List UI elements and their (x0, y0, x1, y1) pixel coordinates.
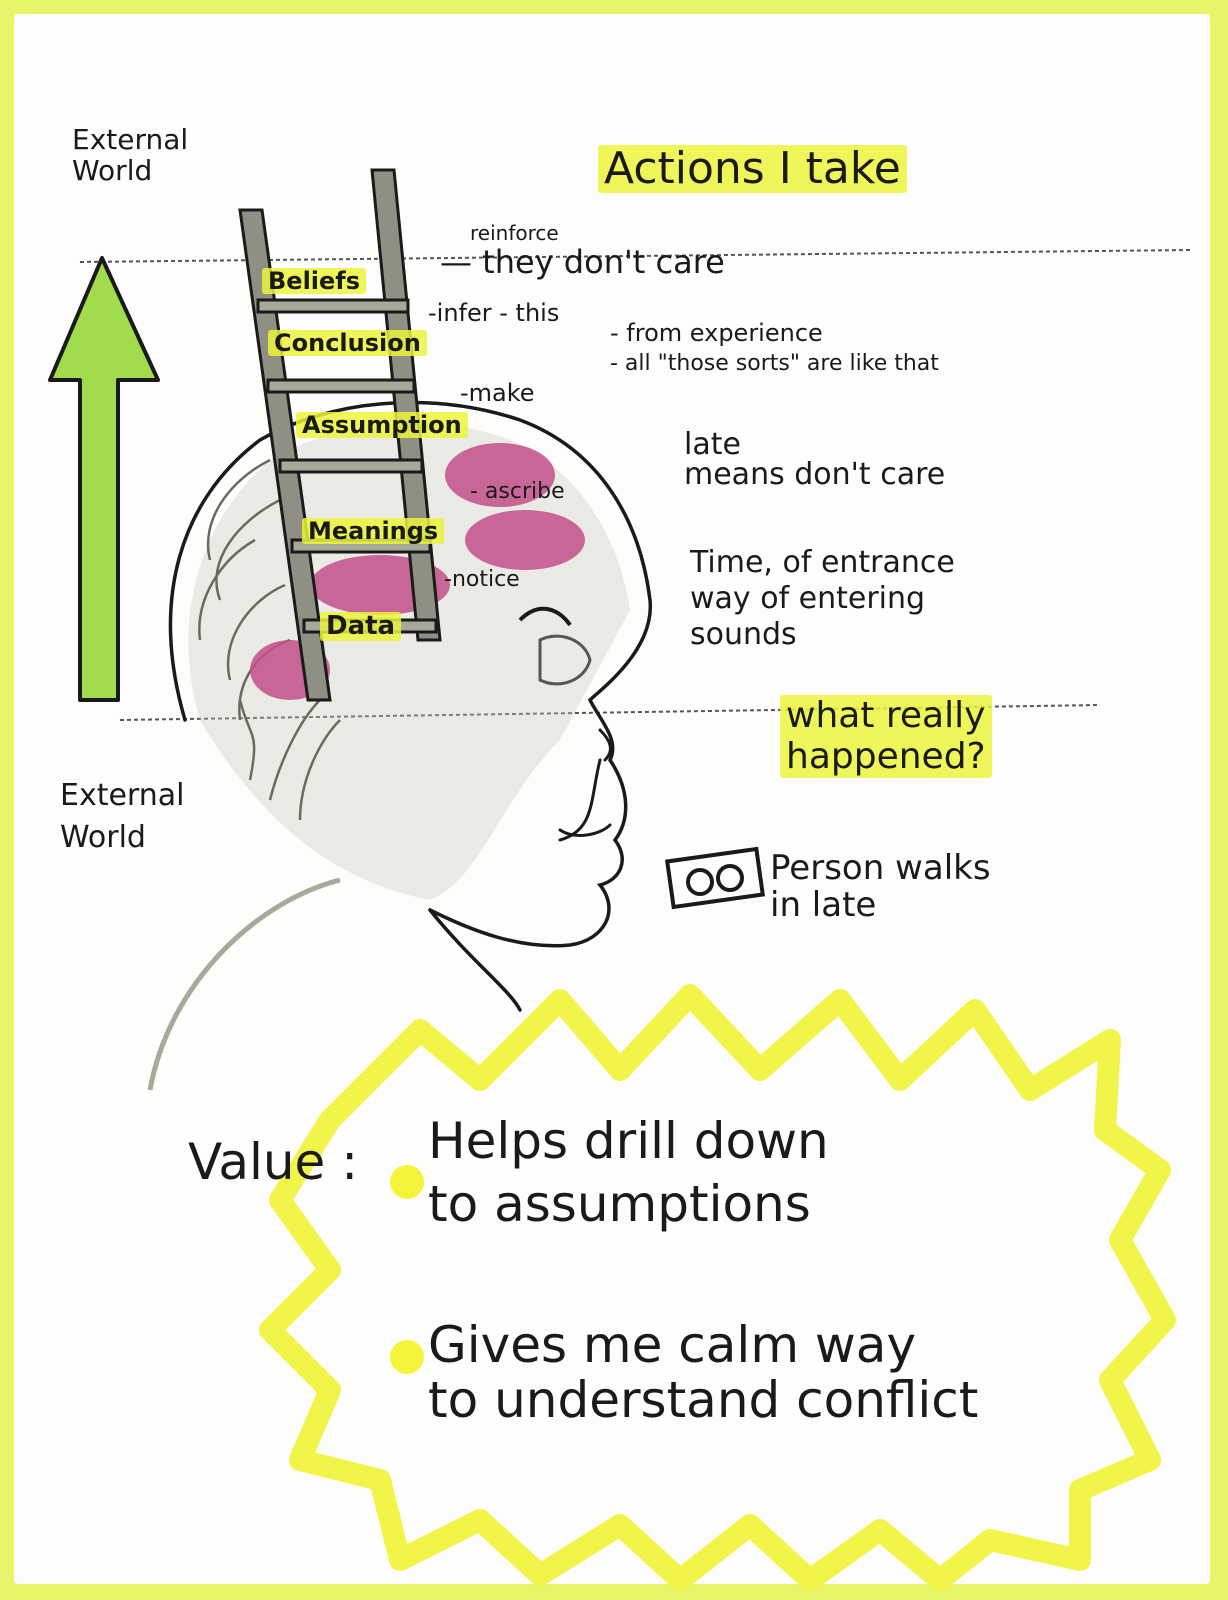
assumption-side-a: - from experience (610, 319, 823, 347)
meaning-example: late means don't care (684, 427, 946, 492)
rung-data: Data (320, 612, 402, 641)
green-up-arrow-icon (48, 256, 160, 702)
beliefs-note-top: reinforce (470, 221, 559, 245)
rung-beliefs: Beliefs (262, 268, 367, 294)
actions-heading: Actions I take (598, 144, 907, 194)
event-person-late: Person walks in late (770, 848, 991, 926)
external-world-bottom: External World (60, 778, 185, 855)
conclusion-note: -infer - this (428, 299, 560, 327)
eyebrow (518, 606, 572, 627)
assumption-side-b: - all "those sorts" are like that (610, 351, 939, 376)
bottom-boundary-line (119, 704, 1101, 721)
data-example: Time, of entrance way of entering sounds (690, 545, 955, 652)
bullet-dot (390, 1165, 424, 1199)
assumption-note: -make (460, 379, 535, 407)
beliefs-note: — they don't care (440, 243, 725, 281)
rung-assumption: Assumption (296, 412, 468, 438)
value-item-1: Helps drill down to assumptions (428, 1112, 829, 1233)
rung-meanings: Meanings (302, 518, 445, 544)
question-what-happened: what really happened? (780, 695, 992, 778)
rung-conclusion: Conclusion (268, 330, 427, 356)
paper-sheet (14, 14, 1210, 1584)
event-tape-icon (664, 846, 766, 910)
meanings-note: - ascribe (470, 479, 565, 504)
head-profile-sketch (168, 400, 652, 1012)
mind-swirl (147, 877, 341, 1091)
external-world-top: External World (72, 123, 189, 187)
value-label: Value : (188, 1133, 359, 1191)
bullet-dot (390, 1340, 424, 1374)
value-item-2: Gives me calm way to understand conflict (428, 1316, 979, 1429)
starburst-shape (259, 984, 1176, 1591)
data-note: -notice (444, 567, 520, 592)
